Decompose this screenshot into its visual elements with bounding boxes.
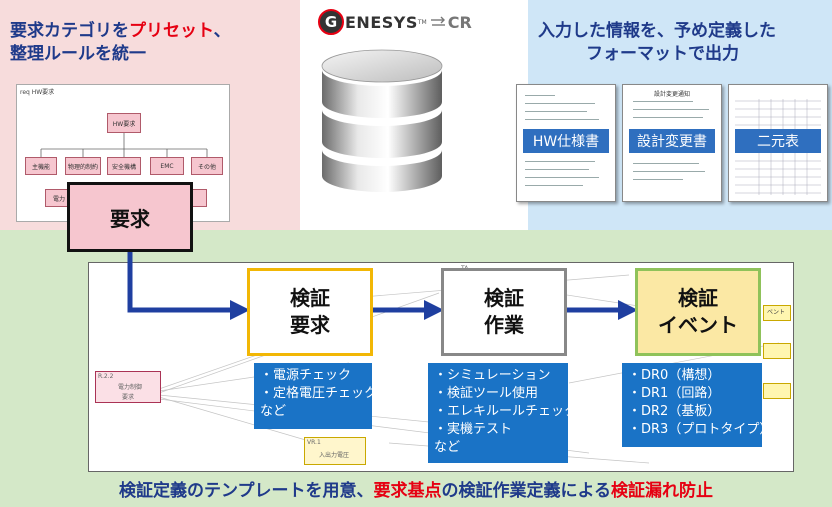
diagram-node: 安全機構 xyxy=(107,157,141,175)
doc-header: 設計変更通知 xyxy=(653,91,690,98)
bg-event-tag: ベント xyxy=(763,305,791,321)
genesys-cr-logo: G ENESYS TM CR xyxy=(318,8,518,36)
preset-title: 要求カテゴリをプリセット、 整理ルールを統一 xyxy=(10,21,231,64)
design-change-document: 設計変更通知 設計変更書 xyxy=(622,84,722,202)
doc-label: HW仕様書 xyxy=(523,129,609,153)
logo-suffix: CR xyxy=(447,12,472,32)
verification-requirement-stage: 検証要求 xyxy=(247,268,373,356)
doc-label: 二元表 xyxy=(735,129,821,153)
exchange-arrows-icon xyxy=(430,16,445,26)
bg-verification-node: VR.1 入出力電圧 xyxy=(304,437,366,465)
verification-work-stage: 検証作業 xyxy=(441,268,567,356)
hw-spec-document: HW仕様書 xyxy=(516,84,616,202)
bottom-headline: 検証定義のテンプレートを用意、要求基点の検証作業定義による検証漏れ防止 xyxy=(119,481,713,501)
bg-event-tag xyxy=(763,343,791,359)
verification-event-details: ・DR0（構想） ・DR1（回路） ・DR2（基板） ・DR3（プロトタイプ） xyxy=(622,363,772,447)
verification-event-stage: 検証イベント xyxy=(635,268,761,356)
diagram-node: その他 xyxy=(191,157,223,175)
logo-wordmark: ENESYS xyxy=(345,12,418,32)
doc-label: 設計変更書 xyxy=(629,129,715,153)
category-tree-diagram: req HW要求 HW要求 主機能 物理的制約 安全機構 EMC その他 電力 xyxy=(16,84,230,222)
diagram-node: EMC xyxy=(150,157,184,175)
diagram-frame-label: req HW要求 xyxy=(20,89,55,96)
logo-trademark: TM xyxy=(417,18,427,26)
output-title: 入力した情報を、予め定義した フォーマットで出力 xyxy=(538,21,776,64)
matrix-document: 二元表 xyxy=(728,84,828,202)
diagram-root-node: HW要求 xyxy=(107,113,141,133)
diagram-node: 物理的制約 xyxy=(65,157,101,175)
diagram-node: 主機能 xyxy=(25,157,57,175)
bg-requirement-node: R.2.2 電力制御 要求 xyxy=(95,371,161,403)
requirement-box: 要求 xyxy=(67,182,193,252)
bg-event-tag xyxy=(763,383,791,399)
verification-requirement-details: ・電源チェック ・定格電圧チェック など xyxy=(254,363,377,429)
database-icon xyxy=(321,49,443,192)
logo-g-mark: G xyxy=(318,9,344,35)
verification-work-details: ・シミュレーション ・検証ツール使用 ・エレキルールチェック ・実機テスト など xyxy=(428,363,577,463)
